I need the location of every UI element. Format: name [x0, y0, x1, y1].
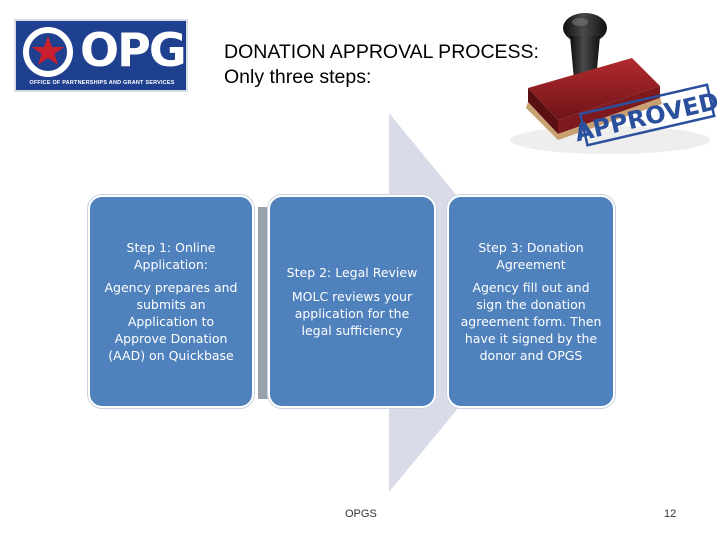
step-3-title: Step 3: Donation Agreement	[478, 240, 584, 272]
step-1-title: Step 1: Online Application:	[126, 240, 216, 272]
logo-letters: OPGS	[80, 23, 218, 77]
step-3-box: Step 3: Donation Agreement Agency fill o…	[447, 195, 615, 408]
step-3-body: Agency fill out and sign the donation ag…	[460, 280, 602, 363]
step-2-box: Step 2: Legal Review MOLC reviews your a…	[268, 195, 436, 408]
step-2-body: MOLC reviews your application for the le…	[291, 289, 413, 338]
logo-subtitle: OFFICE OF PARTNERSHIPS AND GRANT SERVICE…	[29, 80, 175, 86]
title-line-2: Only three steps:	[224, 66, 372, 88]
step-2-title: Step 2: Legal Review	[286, 265, 418, 280]
step-1-box: Step 1: Online Application: Agency prepa…	[88, 195, 254, 408]
title-line-1: DONATION APPROVAL PROCESS:	[224, 41, 539, 63]
page-number: 12	[664, 508, 677, 520]
step-1-body: Agency prepares and submits an Applicati…	[104, 280, 238, 363]
footer-label: OPGS	[345, 508, 377, 520]
page-title: DONATION APPROVAL PROCESS: Only three st…	[224, 40, 539, 90]
opgs-logo: OPGS OFFICE OF PARTNERSHIPS AND GRANT SE…	[14, 19, 218, 92]
approved-stamp-image: APPROVED	[510, 13, 720, 154]
star-circle-icon	[23, 27, 73, 77]
